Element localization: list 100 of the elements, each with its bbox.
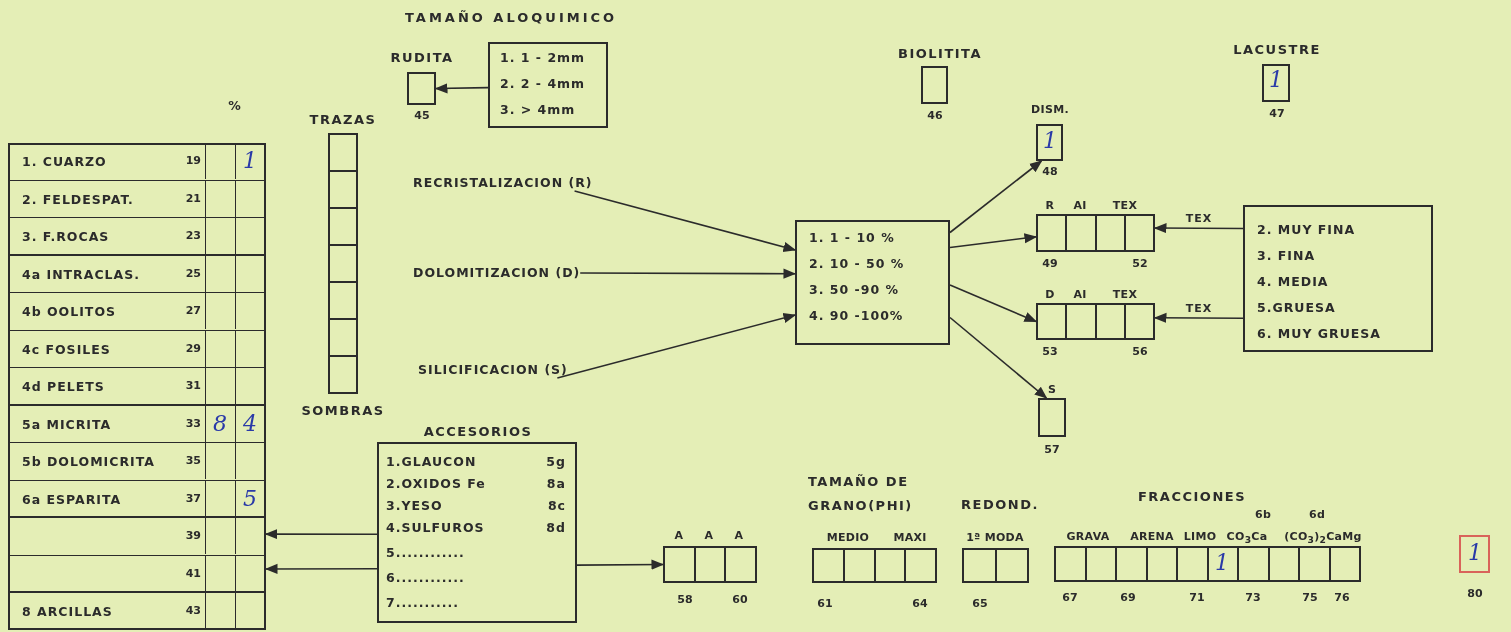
option-text: 4d PELETS (22, 379, 105, 395)
field-number: 56 (1132, 344, 1148, 360)
option-text: 3.YESO (386, 498, 443, 514)
process-name: RECRISTALIZACION (R) (413, 175, 593, 191)
field-number: 19 (185, 153, 201, 169)
field-number: 49 (1042, 256, 1058, 272)
field-number: 39 (185, 528, 201, 544)
table-row (8, 330, 266, 368)
heading-label: TAMAÑO ALOQUIMICO (405, 10, 618, 26)
column-label: LIMO (1183, 529, 1217, 545)
handwritten-entry: 1 (1043, 128, 1057, 154)
column-label: A (704, 528, 714, 544)
option-list-box (795, 220, 950, 345)
field-number: 27 (185, 303, 201, 319)
field-number: 80 (1467, 586, 1483, 602)
option-text: 4. MEDIA (1257, 274, 1329, 290)
field-number: 35 (185, 453, 201, 469)
field-number: 25 (185, 265, 201, 282)
option-text: 4.SULFUROS (386, 520, 485, 536)
field-number: 41 (185, 565, 201, 582)
arrow (949, 284, 1038, 323)
field-number: 48 (1042, 164, 1058, 180)
option-text: 2. MUY FINA (1257, 222, 1356, 238)
option-text: 2.OXIDOS Fe (386, 476, 486, 492)
arrow (1153, 223, 1244, 234)
column-label: 6d (1308, 507, 1326, 523)
option-text: 4c FOSILES (22, 341, 111, 358)
option-text: 4. 90 -100% (809, 308, 904, 324)
column-label: MAXI (893, 530, 927, 546)
field-number: 33 (185, 415, 201, 432)
handwritten-entry: 1 (1468, 540, 1482, 566)
field-number: 37 (185, 490, 201, 507)
option-text: 5a MICRITA (22, 416, 112, 433)
option-text: 5.GRUESA (1257, 300, 1336, 316)
column-label: A (674, 528, 684, 544)
field-number: 23 (185, 228, 201, 244)
option-text: 6a ESPARITA (22, 491, 122, 508)
field-number: 65 (972, 596, 988, 612)
field-number: 69 (1120, 590, 1136, 606)
field-number: 60 (732, 592, 748, 608)
column-label: S (1047, 382, 1057, 398)
field-number: 47 (1269, 106, 1285, 122)
heading-label: TAMAÑO DE GRANO(PHI) (808, 473, 914, 515)
column-label: D (1045, 287, 1055, 303)
table-row (8, 443, 266, 481)
arrow (579, 268, 797, 279)
field-number: 75 (1302, 590, 1318, 606)
option-text: 6............ (386, 570, 465, 586)
option-text: 8a (546, 476, 566, 492)
field-number: 58 (677, 592, 693, 608)
column-label: ARENA (1130, 529, 1174, 545)
heading-label: LACUSTRE (1233, 42, 1321, 58)
arrow (949, 233, 1038, 249)
option-text: 5b DOLOMICRITA (22, 454, 155, 470)
heading-label: RUDITA (390, 50, 454, 66)
process-name: DOLOMITIZACION (D) (413, 265, 581, 281)
field-number: 43 (185, 603, 201, 619)
table-row (8, 518, 266, 556)
table-row (8, 180, 266, 218)
option-list-box (1243, 205, 1433, 352)
option-text: 5g (546, 454, 566, 470)
option-text: 6. MUY GRUESA (1257, 326, 1382, 342)
field-number: 76 (1334, 590, 1350, 606)
option-text: 8 ARCILLAS (22, 604, 113, 620)
option-text: 3. FINA (1257, 248, 1316, 264)
option-text: 1. CUARZO (22, 154, 107, 170)
table-row (8, 255, 266, 293)
option-list-box (488, 42, 608, 128)
handwritten-entry: 8 (213, 410, 227, 437)
option-text: 8d (546, 520, 566, 536)
option-text: 8c (547, 498, 566, 514)
field-number: 46 (927, 108, 943, 124)
field-number: 31 (185, 378, 201, 394)
field-number: 67 (1062, 590, 1078, 606)
column-label: R (1045, 198, 1055, 214)
option-text: 2. 2 - 4mm (500, 76, 586, 92)
handwritten-entry: 4 (243, 410, 257, 437)
table-row (8, 405, 266, 443)
arrow (949, 160, 1043, 234)
column-label: MEDIO (826, 530, 870, 546)
column-label: CO$_{3}$Ca (1226, 529, 1268, 548)
option-text: 2. FELDESPAT. (22, 191, 134, 208)
field-number: 52 (1132, 256, 1148, 272)
heading-label: ACCESORIOS (423, 424, 533, 440)
column-label: TEX (1112, 287, 1138, 303)
column-label: AI (1073, 198, 1087, 214)
field-number: 29 (185, 340, 201, 357)
table-row (8, 555, 266, 593)
field-number: 64 (912, 596, 928, 612)
field-number: 21 (185, 190, 201, 207)
arrow (573, 190, 797, 252)
table-row (8, 293, 266, 331)
option-text: 3. > 4mm (500, 102, 576, 118)
column-label: TEX (1112, 198, 1138, 214)
arrow (1153, 312, 1244, 323)
column-label: AI (1073, 287, 1087, 303)
field-number: 73 (1245, 590, 1261, 606)
column-label: DISM. (1031, 102, 1069, 118)
process-name: SILICIFICACION (S) (418, 362, 568, 378)
option-text: 1. 1 - 10 % (809, 230, 895, 246)
